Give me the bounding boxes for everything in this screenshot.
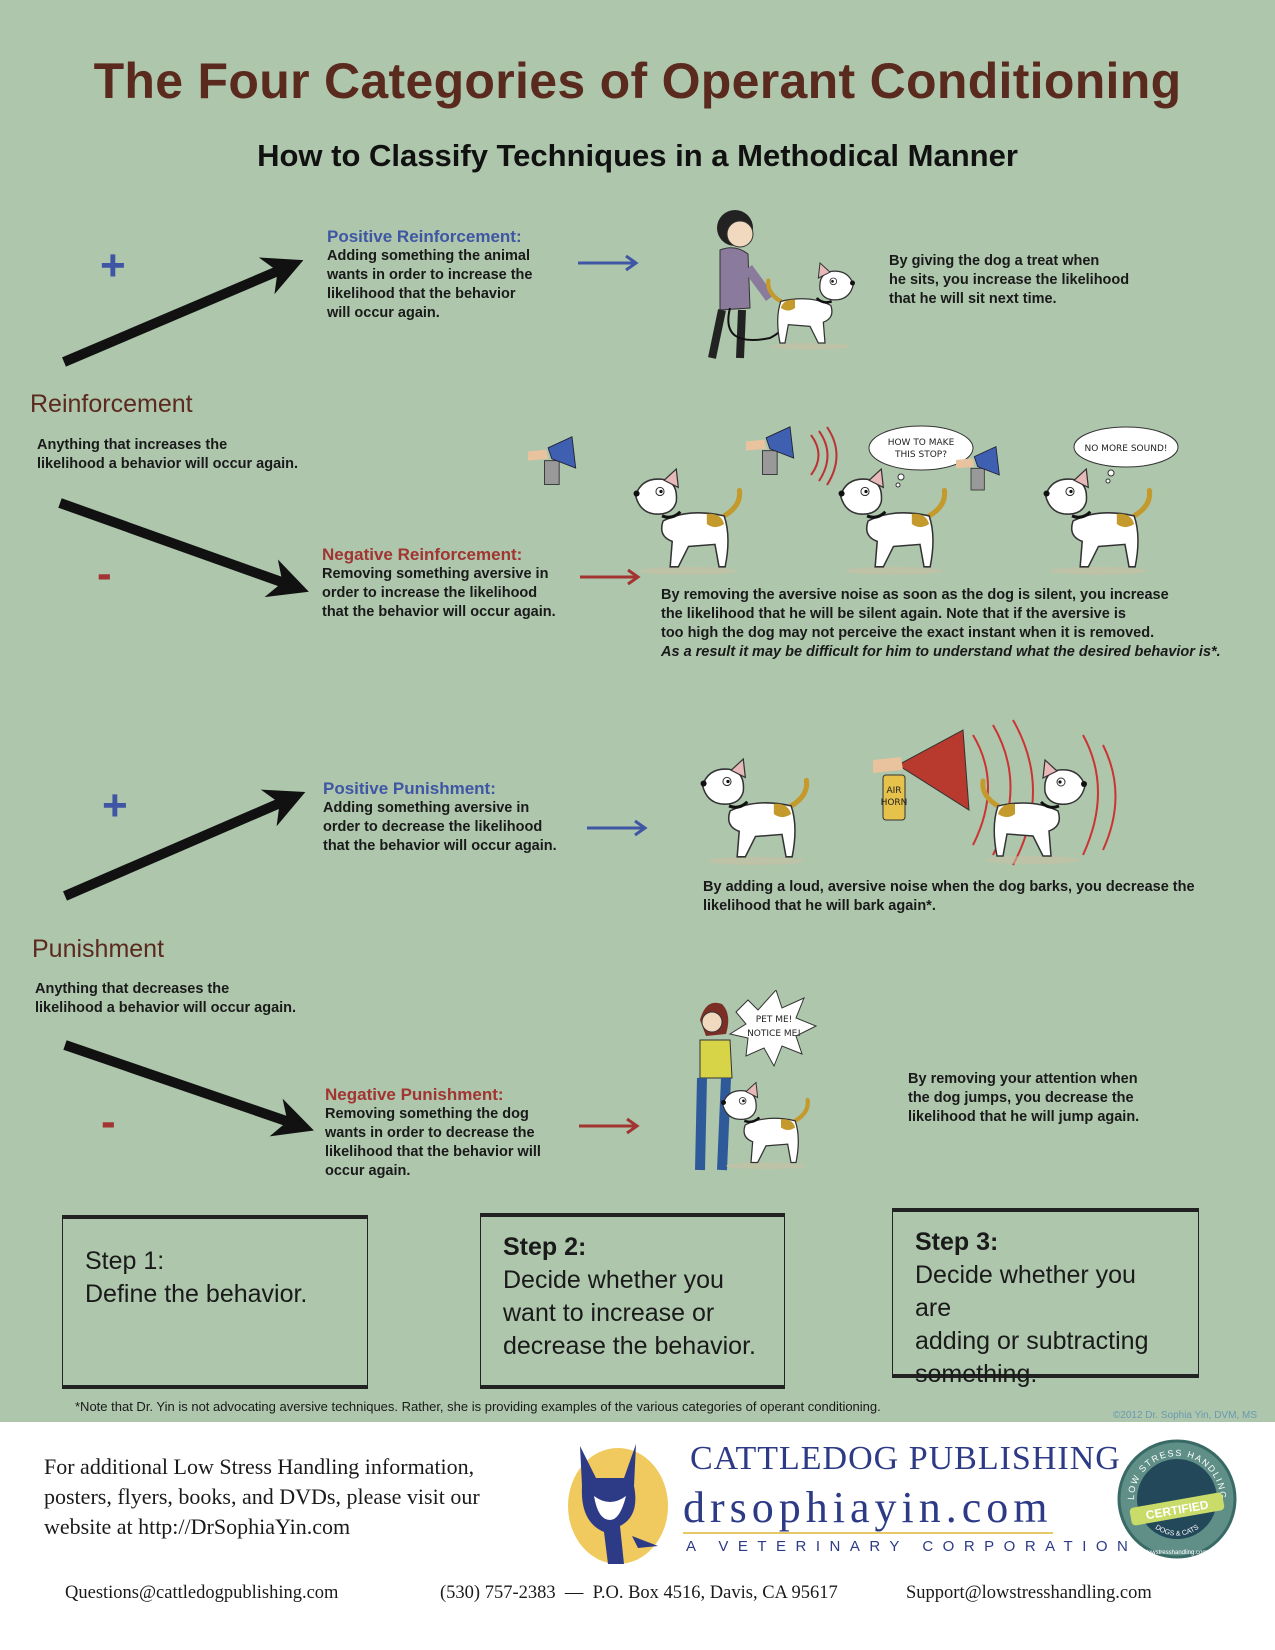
punishment-down-arrow [63,1040,314,1137]
plus-sign: + [102,781,128,830]
svg-text:HOW TO MAKE: HOW TO MAKE [888,438,955,448]
positive-punishment-definition: Positive Punishment: Adding something av… [323,779,557,854]
reinforcement-down-arrow [58,498,309,598]
poster-title: The Four Categories of Operant Condition… [93,53,1182,109]
air-horn-icon [528,436,577,485]
poster-subtitle: How to Classify Techniques in a Methodic… [257,138,1018,173]
minus-sign: - [101,1097,116,1146]
poster-background [0,0,1275,1422]
positive-punishment-example: By adding a loud, aversive noise when th… [703,879,1195,914]
support-email-link[interactable]: Support@lowstresshandling.com [906,1583,1152,1603]
thought-bubble: NO MORE SOUND! [1073,426,1179,484]
svg-text:lowstresshandling.com: lowstresshandling.com [1147,1550,1208,1556]
step-1-box: Step 1:Define the behavior. [62,1215,368,1389]
copyright: ©2012 Dr. Sophia Yin, DVM, MS [1112,1410,1257,1421]
low-stress-handling-certified-badge: LOW STRESS HANDLING CERTIFIED DOGS & CAT… [1117,1439,1237,1559]
cattledog-logo [568,1444,668,1564]
footer-info: For additional Low Stress Handling infor… [44,1454,480,1539]
quiet-dog-illustration [1044,469,1150,575]
thought-bubble: HOW TO MAKE THIS STOP? [868,425,974,488]
questions-email-link[interactable]: Questions@cattledogpublishing.com [65,1583,339,1603]
blue-arrow-icon [578,254,639,272]
red-arrow-icon [579,1117,640,1135]
barking-dog-illustration [701,759,807,865]
negative-punishment-definition: Negative Punishment: Removing something … [325,1085,541,1179]
reinforcement-heading: Reinforcement [30,390,193,418]
positive-punishment-illustration: AIR HORN [673,719,1117,870]
contact-info: (530) 757-2383 — P.O. Box 4516, Davis, C… [440,1583,838,1603]
barking-dog-illustration [634,469,740,575]
brand-tagline: A VETERINARY CORPORATION [686,1538,1138,1555]
disclaimer-note: *Note that Dr. Yin is not advocating ave… [75,1399,881,1414]
minus-sign: - [97,549,112,598]
blue-arrow-icon [587,819,648,837]
svg-text:AIR: AIR [886,786,901,796]
reinforcement-up-arrow [62,257,304,367]
negative-reinforcement-definition: Negative Reinforcement: Removing somethi… [322,545,556,620]
svg-text:THIS STOP?: THIS STOP? [894,450,947,460]
person-giving-treat-illustration [708,210,870,359]
plus-sign: + [100,241,126,290]
negative-reinforcement-example: By removing the aversive noise as soon a… [661,587,1221,660]
punishment-heading: Punishment [32,935,165,963]
speech-bubble: PET ME! NOTICE ME! [728,990,818,1068]
svg-text:NO MORE SOUND!: NO MORE SOUND! [1085,444,1168,454]
positive-reinforcement-definition: Positive Reinforcement: Adding something… [327,227,533,321]
svg-text:PET ME!: PET ME! [756,1015,793,1025]
red-arrow-icon [580,568,641,586]
negative-reinforcement-illustration: HOW TO MAKE THIS STOP? NO MORE SOUND! [528,425,1179,580]
scared-dog-illustration [983,760,1087,864]
svg-text:NOTICE ME!: NOTICE ME! [747,1029,801,1039]
air-horn-icon: AIR HORN [873,729,970,821]
woman-ignoring-dog-illustration: PET ME! NOTICE ME! [695,990,818,1185]
air-horn-icon [746,426,795,475]
category-arrows [58,257,314,1137]
brand-website[interactable]: drsophiayin.com [683,1483,1053,1534]
punishment-up-arrow [63,789,306,901]
brand-name: CATTLEDOG PUBLISHING [690,1440,1121,1477]
jumping-dog-illustration [721,1083,808,1170]
barking-dog-illustration [839,469,945,575]
svg-text:HORN: HORN [881,798,908,808]
